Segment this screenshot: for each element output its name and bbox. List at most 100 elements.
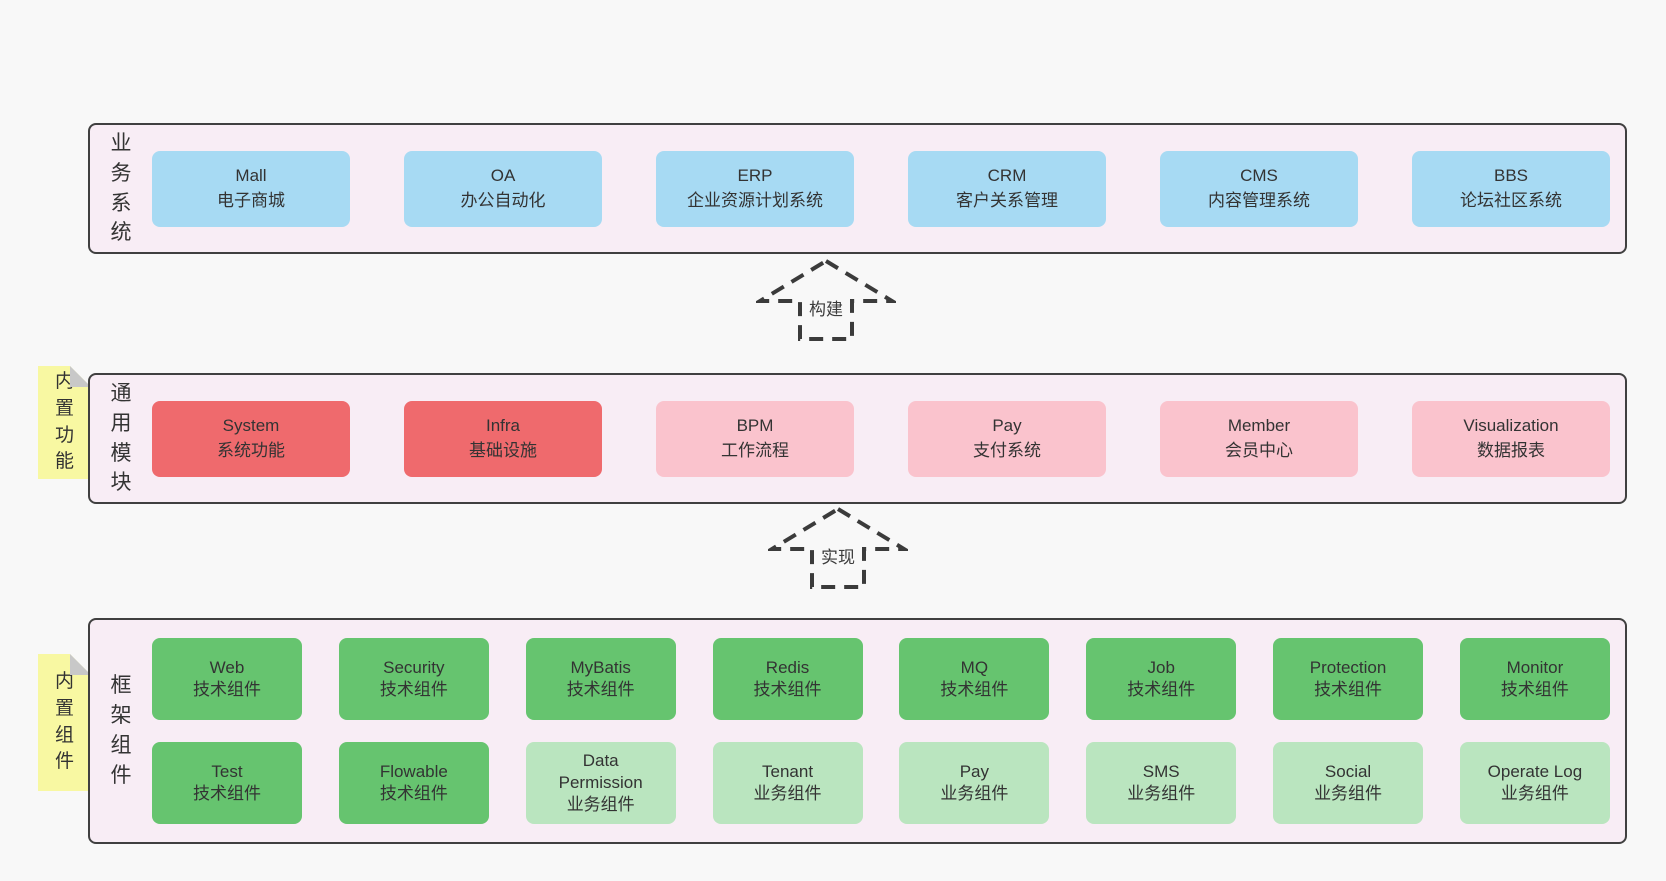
box-data-permission: Data Permission 业务组件 xyxy=(525,742,676,824)
box-subtitle: 数据报表 xyxy=(1477,440,1545,460)
box-monitor: Monitor 技术组件 xyxy=(1459,638,1610,720)
box-title: Operate Log xyxy=(1487,761,1583,781)
box-title: System xyxy=(222,416,280,436)
box-subtitle: 技术组件 xyxy=(566,680,635,699)
implement-arrow: 实现 xyxy=(768,505,908,591)
box-sms: SMS 业务组件 xyxy=(1086,742,1237,824)
layer-label-text: 业务系统 xyxy=(110,131,132,245)
sticky-note-builtin-components: 内置组件 xyxy=(38,654,91,791)
box-title: Security xyxy=(383,657,445,677)
box-subtitle: 会员中心 xyxy=(1225,440,1293,460)
box-subtitle: 技术组件 xyxy=(379,680,448,699)
box-title: CRM xyxy=(987,166,1027,186)
layer-label-modules: 通用模块 xyxy=(90,375,152,502)
box-subtitle: 技术组件 xyxy=(940,680,1009,699)
box-subtitle: 办公自动化 xyxy=(460,190,546,210)
box-job: Job 技术组件 xyxy=(1086,638,1237,720)
box-title: Member xyxy=(1227,416,1291,436)
box-title: ERP xyxy=(737,166,773,186)
box-operate-log: Operate Log 业务组件 xyxy=(1459,742,1610,824)
box-title: Job xyxy=(1147,657,1175,677)
box-title: OA xyxy=(490,166,516,186)
box-title: Monitor xyxy=(1506,657,1564,677)
box-subtitle: 内容管理系统 xyxy=(1208,190,1310,210)
box-web: Web 技术组件 xyxy=(152,638,302,720)
business-boxes-row: Mall 电子商城 OA 办公自动化 ERP 企业资源计划系统 CRM 客户关系… xyxy=(152,125,1625,252)
box-title: Visualization xyxy=(1463,416,1559,436)
layer-label-components: 框架组件 xyxy=(90,620,152,842)
modules-boxes-row: System 系统功能 Infra 基础设施 BPM 工作流程 Pay 支付系统… xyxy=(152,375,1625,502)
up-arrow-icon xyxy=(768,506,908,589)
box-title: Web xyxy=(209,657,245,677)
box-flowable: Flowable 技术组件 xyxy=(338,742,489,824)
box-title: Pay xyxy=(992,416,1022,436)
box-system: System 系统功能 xyxy=(152,400,350,477)
box-subtitle: 支付系统 xyxy=(973,440,1041,460)
layer-common-modules: 通用模块 System 系统功能 Infra 基础设施 BPM 工作流程 Pay… xyxy=(88,373,1627,504)
box-subtitle: 电子商城 xyxy=(217,190,285,210)
box-subtitle: 业务组件 xyxy=(566,795,635,815)
box-subtitle: 技术组件 xyxy=(1127,680,1196,699)
implement-arrow-label: 实现 xyxy=(817,542,859,569)
components-row-1: Web 技术组件 Security 技术组件 MyBatis 技术组件 Redi… xyxy=(152,638,1610,720)
box-subtitle: 技术组件 xyxy=(193,784,261,803)
box-member: Member 会员中心 xyxy=(1160,400,1358,477)
box-title: Social xyxy=(1324,761,1372,781)
box-protection: Protection 技术组件 xyxy=(1273,638,1424,720)
box-crm: CRM 客户关系管理 xyxy=(908,150,1106,227)
box-subtitle: 技术组件 xyxy=(1500,680,1569,699)
sticky-text: 内置功能 xyxy=(54,371,74,473)
box-title: CMS xyxy=(1240,166,1278,186)
up-arrow-icon xyxy=(756,258,896,341)
box-title: Mall xyxy=(235,166,267,186)
box-erp: ERP 企业资源计划系统 xyxy=(656,150,854,227)
box-test: Test 技术组件 xyxy=(152,742,302,824)
layer-framework-components: 框架组件 Web 技术组件 Security 技术组件 MyBatis 技术组件… xyxy=(88,618,1627,844)
box-tenant: Tenant 业务组件 xyxy=(712,742,863,824)
box-title: Tenant xyxy=(762,761,814,781)
box-pay-system: Pay 支付系统 xyxy=(908,400,1106,477)
components-rows: Web 技术组件 Security 技术组件 MyBatis 技术组件 Redi… xyxy=(152,620,1625,842)
layer-label-text: 框架组件 xyxy=(110,674,132,787)
box-title: BPM xyxy=(736,416,774,436)
sticky-text: 内置组件 xyxy=(54,671,74,773)
box-title: SMS xyxy=(1142,761,1180,781)
box-pay-component: Pay 业务组件 xyxy=(899,742,1050,824)
box-oa: OA 办公自动化 xyxy=(404,150,602,227)
box-subtitle: 企业资源计划系统 xyxy=(687,190,823,210)
box-cms: CMS 内容管理系统 xyxy=(1160,150,1358,227)
box-title: Test xyxy=(211,761,243,781)
box-subtitle: 论坛社区系统 xyxy=(1460,190,1562,210)
box-subtitle: 业务组件 xyxy=(753,784,822,803)
components-row-2: Test 技术组件 Flowable 技术组件 Data Permission … xyxy=(152,742,1610,824)
box-mq: MQ 技术组件 xyxy=(899,638,1050,720)
box-subtitle: 工作流程 xyxy=(721,440,789,460)
box-subtitle: 技术组件 xyxy=(753,680,822,699)
box-subtitle: 技术组件 xyxy=(379,784,448,803)
layer-label-text: 通用模块 xyxy=(110,381,132,495)
box-title: MQ xyxy=(960,657,989,677)
box-social: Social 业务组件 xyxy=(1273,742,1424,824)
box-title: Flowable xyxy=(379,761,448,781)
box-title: Redis xyxy=(765,657,810,677)
box-subtitle: 基础设施 xyxy=(469,440,537,460)
box-security: Security 技术组件 xyxy=(338,638,489,720)
box-visualization: Visualization 数据报表 xyxy=(1412,400,1610,477)
box-subtitle: 业务组件 xyxy=(1127,784,1196,803)
box-bpm: BPM 工作流程 xyxy=(656,400,854,477)
box-subtitle: 业务组件 xyxy=(1314,784,1383,803)
box-subtitle: 客户关系管理 xyxy=(956,190,1058,210)
box-subtitle: 业务组件 xyxy=(1500,784,1569,803)
box-subtitle: 业务组件 xyxy=(940,784,1009,803)
box-title: MyBatis xyxy=(570,657,631,677)
layer-label-business: 业务系统 xyxy=(90,125,152,252)
box-title: Data Permission xyxy=(558,750,643,792)
box-subtitle: 技术组件 xyxy=(1314,680,1383,699)
layer-business-systems: 业务系统 Mall 电子商城 OA 办公自动化 ERP 企业资源计划系统 CRM… xyxy=(88,123,1627,254)
build-arrow: 构建 xyxy=(756,257,896,343)
box-title: Infra xyxy=(485,416,521,436)
build-arrow-label: 构建 xyxy=(805,294,847,321)
box-redis: Redis 技术组件 xyxy=(712,638,863,720)
box-title: Protection xyxy=(1309,657,1387,677)
